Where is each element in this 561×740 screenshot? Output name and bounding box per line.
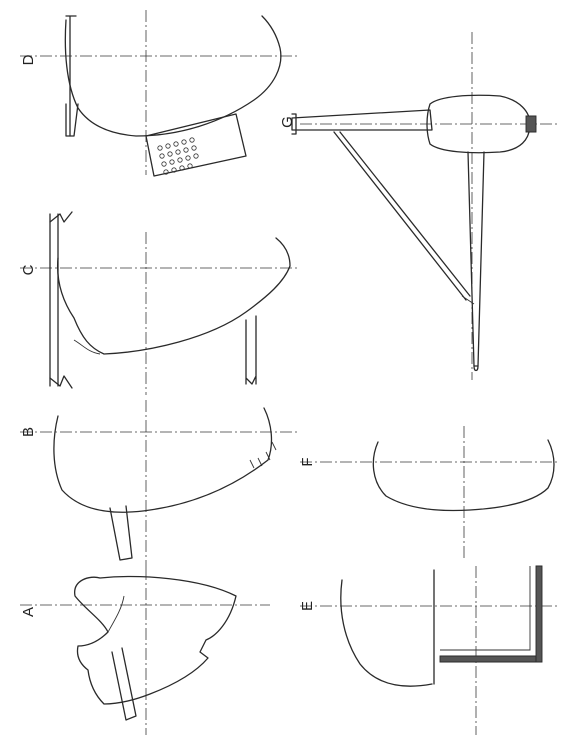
figure-b-label: B (20, 427, 37, 437)
figure-d: D (20, 10, 300, 177)
figure-g-top-bar-end (291, 113, 297, 135)
figure-g-diagonal-brace (333, 131, 471, 301)
figure-d-foot (65, 103, 79, 137)
figure-c-lower-band (245, 315, 257, 385)
figure-b-drip-marks (249, 441, 277, 469)
figure-b: B (20, 400, 300, 568)
figure-g-hub-ellipse (426, 94, 531, 154)
figure-d-perforated-plate (145, 113, 247, 177)
figure-a-handle-stub (111, 647, 137, 721)
figure-g: G (279, 32, 560, 380)
figure-b-vessel-outline (53, 407, 273, 513)
figure-c-fillet (73, 339, 101, 355)
figure-g-vertical-arm (467, 151, 485, 367)
figure-d-perforations (157, 137, 199, 175)
figure-e-label: E (299, 601, 316, 611)
figure-g-top-bar (291, 109, 433, 131)
figure-d-label: D (20, 54, 37, 65)
figure-e: E (299, 565, 560, 735)
figure-d-rim (65, 15, 77, 137)
figure-a-inner-curve (107, 595, 125, 633)
figure-c-vessel-outline (56, 237, 291, 355)
figure-e-channel-edge (440, 566, 531, 651)
figure-f: F (299, 426, 560, 560)
figure-g-label: G (279, 116, 296, 128)
figure-b-handle-stub (109, 505, 133, 561)
figure-c: C (20, 211, 300, 395)
figure-c-label: C (20, 264, 37, 275)
figure-a-label: A (20, 607, 37, 617)
figure-a: A (20, 568, 270, 735)
figure-e-channel-vertical (439, 655, 537, 663)
figure-c-top-band-zigzag-upper (49, 211, 73, 223)
figure-g-brace-joint (461, 295, 475, 305)
figure-d-vessel-outline (64, 15, 282, 137)
figure-c-top-band-zigzag-lower (49, 375, 73, 389)
figure-c-top-band (49, 213, 59, 387)
figure-g-end-block (525, 115, 537, 133)
figure-f-label: F (299, 457, 316, 466)
figure-f-vessel-outline (372, 439, 555, 512)
figure-g-vertical-arm-tip (473, 365, 479, 372)
figure-e-channel-horizontal (535, 565, 543, 663)
figure-e-vessel-outline (340, 579, 433, 687)
figure-a-vessel-outline (74, 575, 237, 705)
